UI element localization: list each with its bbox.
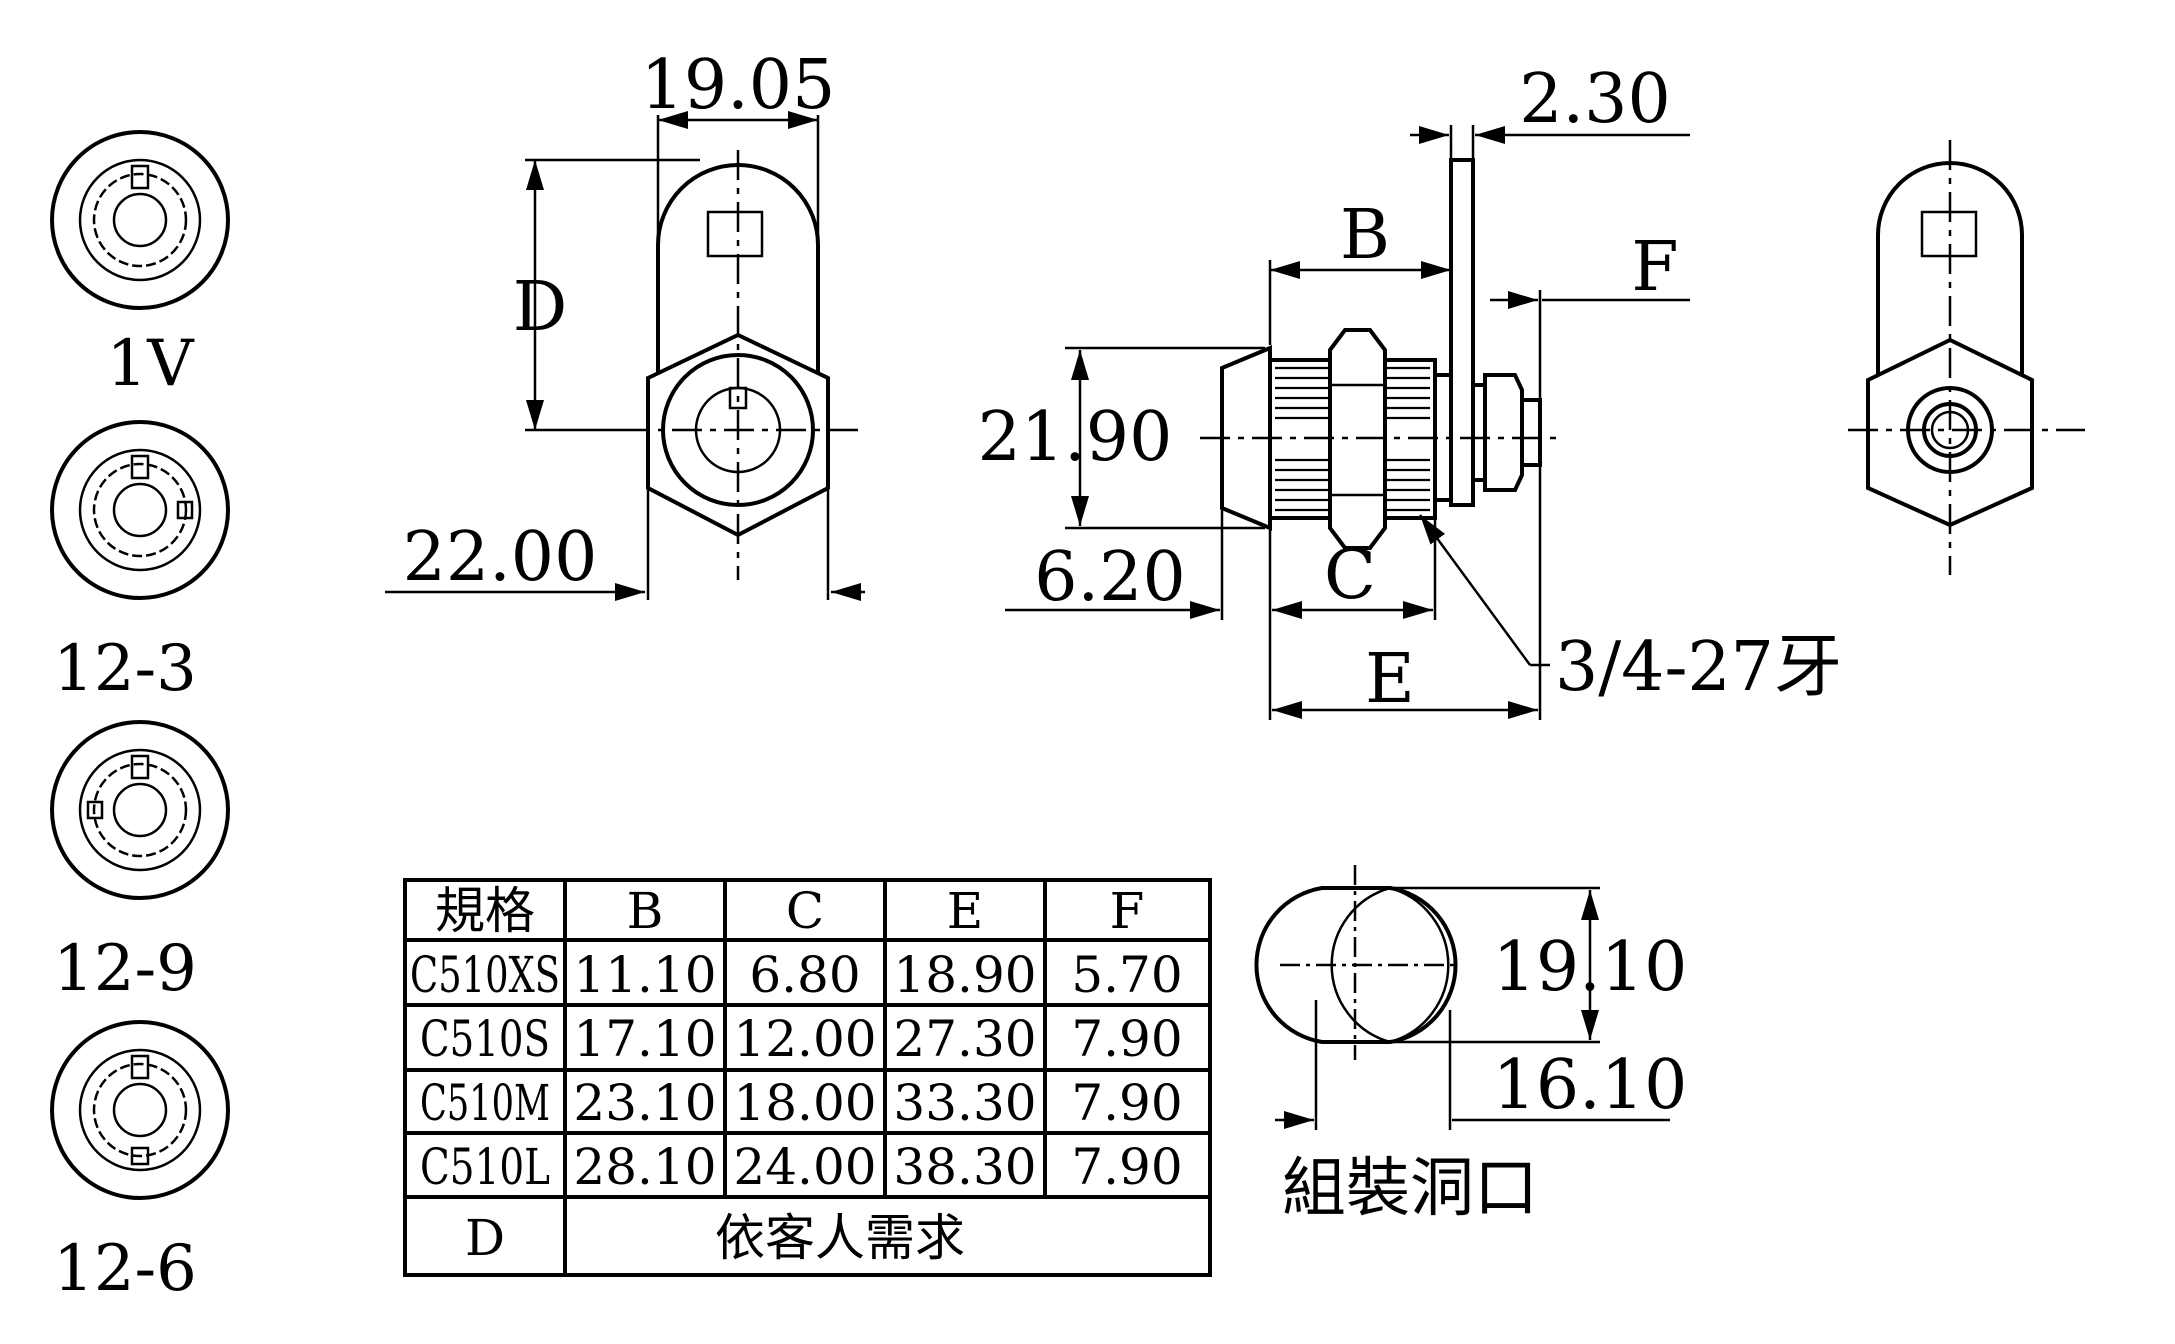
table-cell: 11.10 <box>573 946 716 1004</box>
table-cell: 7.90 <box>1071 1010 1182 1068</box>
front-view: 19.05 D 22.00 <box>385 46 865 601</box>
table-cell: 17.10 <box>573 1010 716 1068</box>
table-header: B <box>627 882 664 940</box>
table-cell: 5.70 <box>1071 946 1182 1004</box>
key-option-1v: 1V <box>50 130 230 401</box>
key-option-12-9: 12-9 <box>50 720 230 1006</box>
table-cell: 18.00 <box>733 1074 876 1132</box>
dim-e-label: E <box>1365 640 1415 719</box>
table-cell: C510XS <box>410 946 560 1004</box>
key-option-label: 12-6 <box>53 1232 197 1306</box>
spec-table: 規格 B C E F C510XS 11.10 6.80 18.90 5.70 … <box>403 878 1212 1277</box>
rear-view <box>1848 140 2085 575</box>
dim-d-label: D <box>513 268 568 347</box>
table-cell: C510M <box>420 1074 550 1132</box>
table-header: E <box>947 882 984 940</box>
table-cell: 24.00 <box>733 1138 876 1196</box>
side-view: 2.30 B F 21.90 6.20 C E 3/4-27牙 <box>978 60 1842 720</box>
dim-c-label: C <box>1324 536 1376 615</box>
dim-21-90: 21.90 <box>978 398 1173 477</box>
table-cell: C510S <box>420 1010 550 1068</box>
table-cell: 27.30 <box>893 1010 1036 1068</box>
dim-22-00: 22.00 <box>403 518 598 597</box>
cutout-caption: 組裝洞口 <box>1282 1152 1538 1226</box>
table-cell: 7.90 <box>1071 1074 1182 1132</box>
cutout-view: 19.10 16.10 組裝洞口 <box>1254 865 1688 1226</box>
table-cell: 18.90 <box>893 946 1036 1004</box>
key-option-12-6: 12-6 <box>50 1020 230 1306</box>
thread-spec: 3/4-27牙 <box>1555 628 1842 707</box>
dim-6-20: 6.20 <box>1034 538 1185 617</box>
table-header: 規格 <box>435 882 535 940</box>
dim-2-30: 2.30 <box>1519 60 1670 139</box>
table-cell: 23.10 <box>573 1074 716 1132</box>
table-cell: 28.10 <box>573 1138 716 1196</box>
table-cell: 33.30 <box>893 1074 1036 1132</box>
table-cell: 38.30 <box>893 1138 1036 1196</box>
dim-19-05: 19.05 <box>641 46 836 125</box>
dim-16-10: 16.10 <box>1493 1046 1688 1125</box>
table-cell: 6.80 <box>749 946 860 1004</box>
table-cell: 12.00 <box>733 1010 876 1068</box>
dim-f-label: F <box>1631 228 1678 307</box>
table-d-value: 依客人需求 <box>715 1209 965 1267</box>
key-option-label: 12-3 <box>53 632 197 706</box>
table-cell: C510L <box>420 1138 550 1196</box>
table-header: C <box>786 882 824 940</box>
key-option-12-3: 12-3 <box>50 420 230 706</box>
key-option-label: 1V <box>107 327 196 401</box>
dim-19-10: 19.10 <box>1493 928 1688 1007</box>
table-cell: 7.90 <box>1071 1138 1182 1196</box>
dim-b-label: B <box>1340 196 1390 275</box>
table-header: F <box>1110 882 1145 940</box>
key-option-label: 12-9 <box>53 932 197 1006</box>
table-d-label: D <box>465 1209 505 1267</box>
